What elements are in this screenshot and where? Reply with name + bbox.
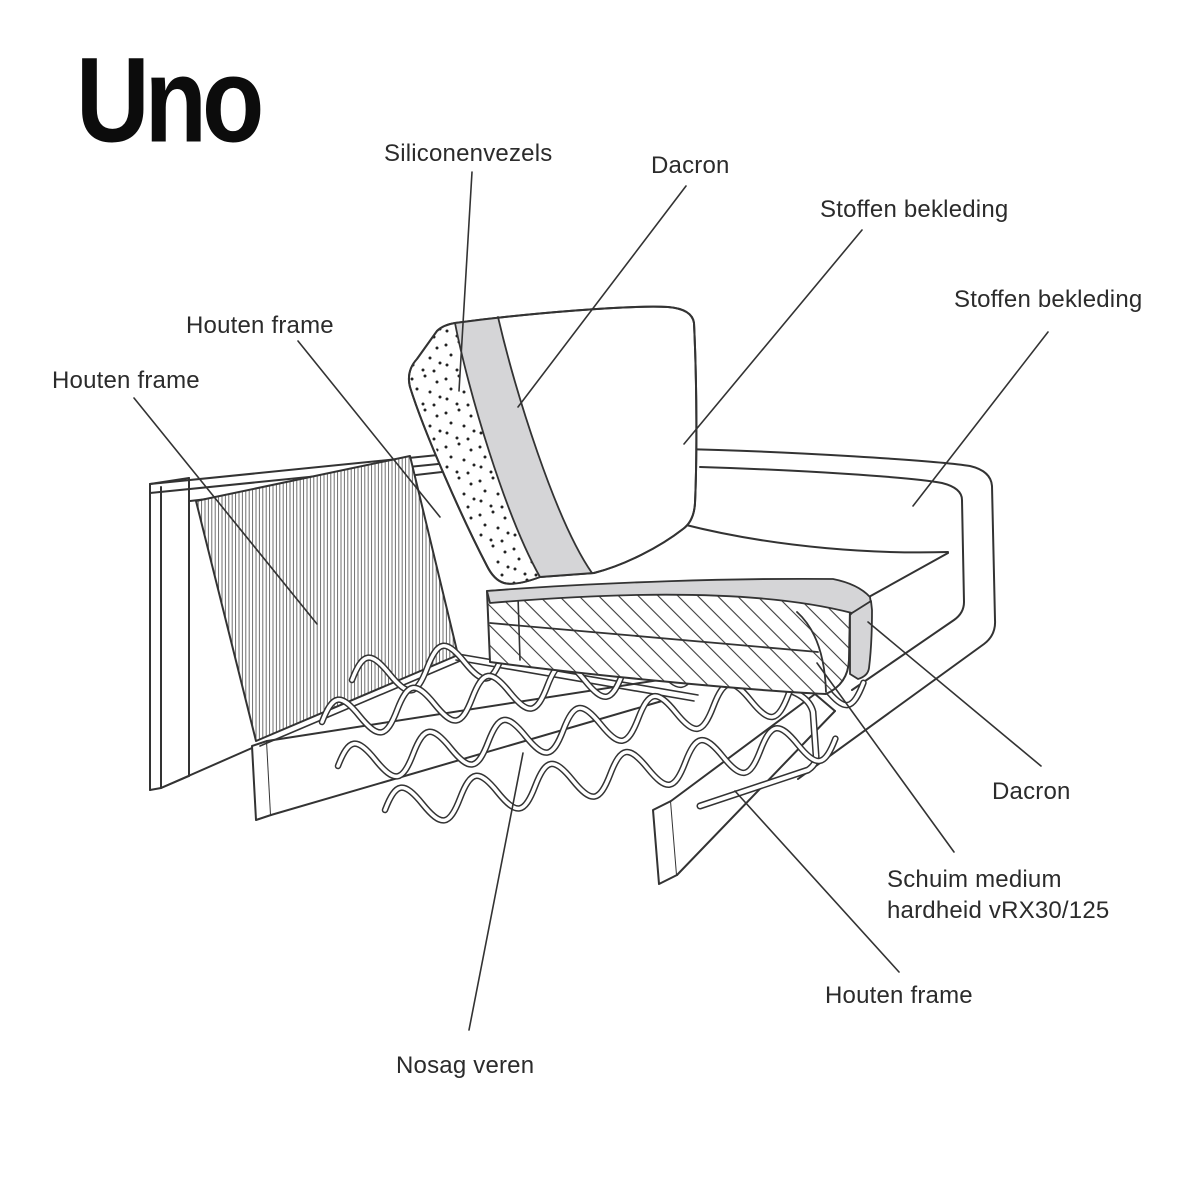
- leader-nosag-veren: [468, 752, 524, 1031]
- label-schuim: Schuim medium hardheid vRX30/125: [887, 866, 1110, 924]
- back-cushion: [407, 305, 698, 585]
- label-dacron-right: Dacron: [992, 778, 1071, 805]
- page-title: Uno: [76, 32, 264, 168]
- label-siliconenvezels: Siliconenvezels: [384, 140, 553, 167]
- leader-stoffen-bekleding-top: [683, 229, 863, 445]
- leader-houten-frame-bottom: [734, 790, 900, 973]
- leader-houten-frame-upper: [297, 340, 441, 518]
- label-houten-frame-upper: Houten frame: [186, 312, 334, 339]
- label-stoffen-bekleding-right: Stoffen bekleding: [954, 286, 1143, 313]
- leader-siliconenvezels: [458, 171, 473, 392]
- label-stoffen-bekleding-top: Stoffen bekleding: [820, 196, 1009, 223]
- leader-houten-frame-left: [133, 397, 318, 625]
- leader-schuim: [816, 662, 955, 853]
- leader-lines: [133, 171, 1049, 1031]
- leader-dacron-right: [867, 621, 1042, 767]
- arm-section: [675, 448, 997, 780]
- label-dacron-top: Dacron: [651, 152, 730, 179]
- leader-stoffen-bekleding-right: [912, 331, 1049, 507]
- label-nosag-veren: Nosag veren: [396, 1052, 535, 1079]
- leader-dacron-top: [517, 185, 687, 408]
- label-houten-frame-left: Houten frame: [52, 367, 200, 394]
- back-frame-webbing-panel: [195, 455, 459, 742]
- foam-dacron-strip: [486, 577, 873, 680]
- back-frame-left-stile: [149, 477, 253, 791]
- foam-slab: [486, 584, 851, 695]
- label-houten-frame-bottom: Houten frame: [825, 982, 973, 1009]
